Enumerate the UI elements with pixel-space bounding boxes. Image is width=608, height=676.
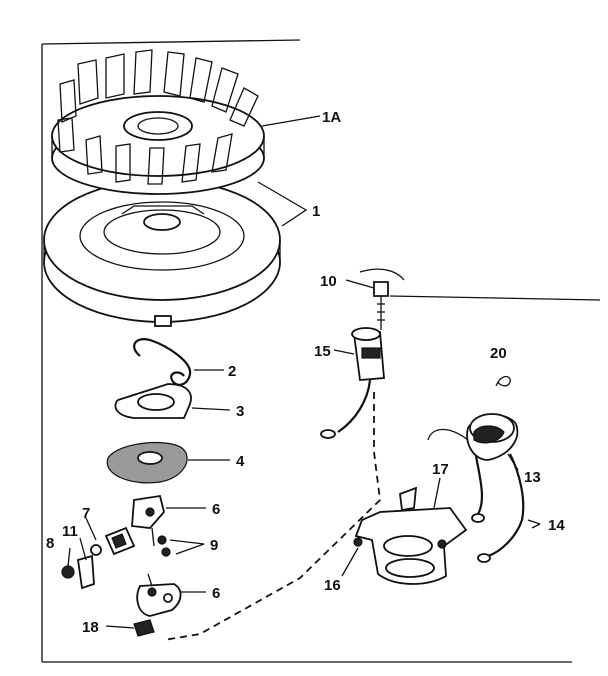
breaker-arm [131,494,165,547]
callout-1: 1 [312,203,320,220]
border-frame [41,39,572,663]
fan-rotating-screen [51,49,265,195]
screw [359,268,601,330]
point-assembly [104,526,136,556]
leader-lines [67,115,541,629]
flywheel [43,179,281,327]
nut-and-washer [61,544,102,590]
callout-2: 2 [228,363,236,380]
callout-4: 4 [236,453,245,470]
callout-9: 9 [210,537,218,554]
callout-6-lower: 6 [212,585,220,602]
bracket-plate [136,573,182,617]
alignment-dashline [163,392,381,641]
callout-17: 17 [432,461,449,478]
callout-10: 10 [320,273,337,290]
callout-20: 20 [490,345,507,362]
condenser [320,327,385,439]
mounting-plate [114,383,192,419]
lead-wires [471,453,525,563]
screws [157,535,171,557]
callout-labels: 1A 1 2 3 4 6 6 7 8 9 10 11 13 14 15 16 1… [46,109,565,636]
spring-clip [133,338,192,386]
felt-washer [106,441,188,484]
ignition-coil [427,413,519,461]
armature-bracket [353,486,468,585]
callout-18: 18 [82,619,99,636]
callout-16: 16 [324,577,341,594]
callout-6-upper: 6 [212,501,220,518]
callout-7: 7 [82,505,90,522]
callout-1A: 1A [322,109,341,126]
callout-15: 15 [314,343,331,360]
cam-block [133,619,155,637]
callout-14: 14 [548,517,565,534]
callout-8: 8 [46,535,54,552]
callout-13: 13 [524,469,541,486]
callout-3: 3 [236,403,244,420]
callout-11: 11 [62,523,78,540]
